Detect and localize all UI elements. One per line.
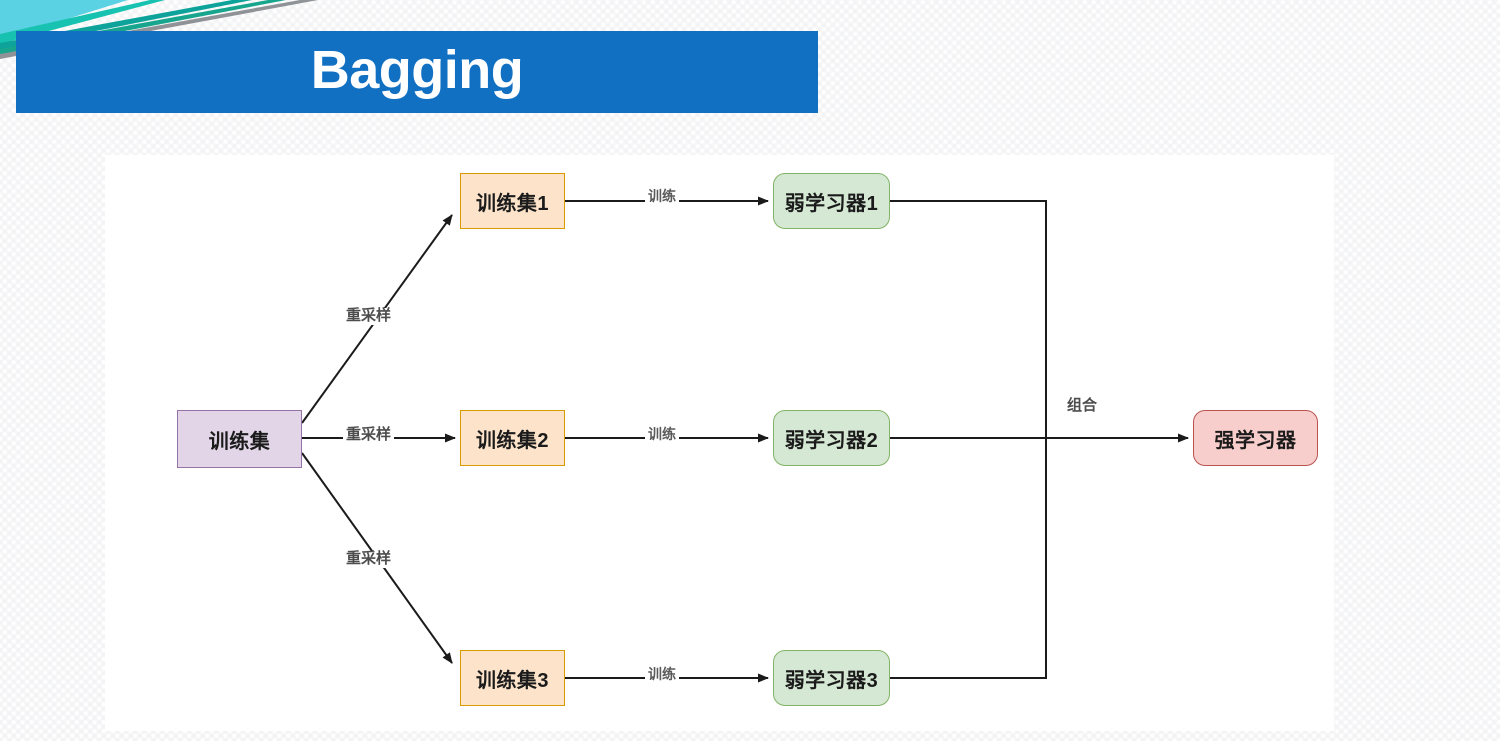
- node-label: 训练集3: [475, 669, 550, 692]
- edge-label-resample-3: 重采样: [343, 550, 395, 568]
- node-label: 训练集: [208, 430, 271, 453]
- edge-weak1-to-bus: [890, 200, 1047, 438]
- node-strong-learner[interactable]: 强学习器: [1193, 410, 1318, 466]
- page-title: Bagging: [310, 40, 524, 100]
- node-weak-learner-2[interactable]: 弱学习器2: [773, 410, 890, 466]
- edge-label-resample-2: 重采样: [343, 426, 395, 444]
- node-label: 弱学习器3: [784, 669, 879, 692]
- node-source-training-set[interactable]: 训练集: [177, 410, 302, 468]
- bagging-flowchart: 训练集 训练集1 训练集2 训练集3 弱学习器1 弱学习器2 弱学习器3 强学习…: [105, 155, 1334, 731]
- node-label: 训练集2: [475, 429, 550, 452]
- slide-title-banner: Bagging: [16, 31, 818, 113]
- node-label: 弱学习器1: [784, 192, 879, 215]
- edge-label-train-1: 训练: [645, 188, 679, 205]
- node-training-set-2[interactable]: 训练集2: [460, 410, 565, 466]
- node-label: 强学习器: [1214, 429, 1297, 452]
- node-training-set-3[interactable]: 训练集3: [460, 650, 565, 706]
- node-weak-learner-3[interactable]: 弱学习器3: [773, 650, 890, 706]
- edge-label-train-2: 训练: [645, 426, 679, 443]
- node-weak-learner-1[interactable]: 弱学习器1: [773, 173, 890, 229]
- node-label: 训练集1: [475, 192, 550, 215]
- edge-label-resample-1: 重采样: [343, 307, 395, 325]
- edge-label-combine: 组合: [1064, 397, 1101, 415]
- node-label: 弱学习器2: [784, 429, 879, 452]
- node-training-set-1[interactable]: 训练集1: [460, 173, 565, 229]
- edge-label-train-3: 训练: [645, 666, 679, 683]
- edge-weak3-to-bus: [890, 438, 1047, 679]
